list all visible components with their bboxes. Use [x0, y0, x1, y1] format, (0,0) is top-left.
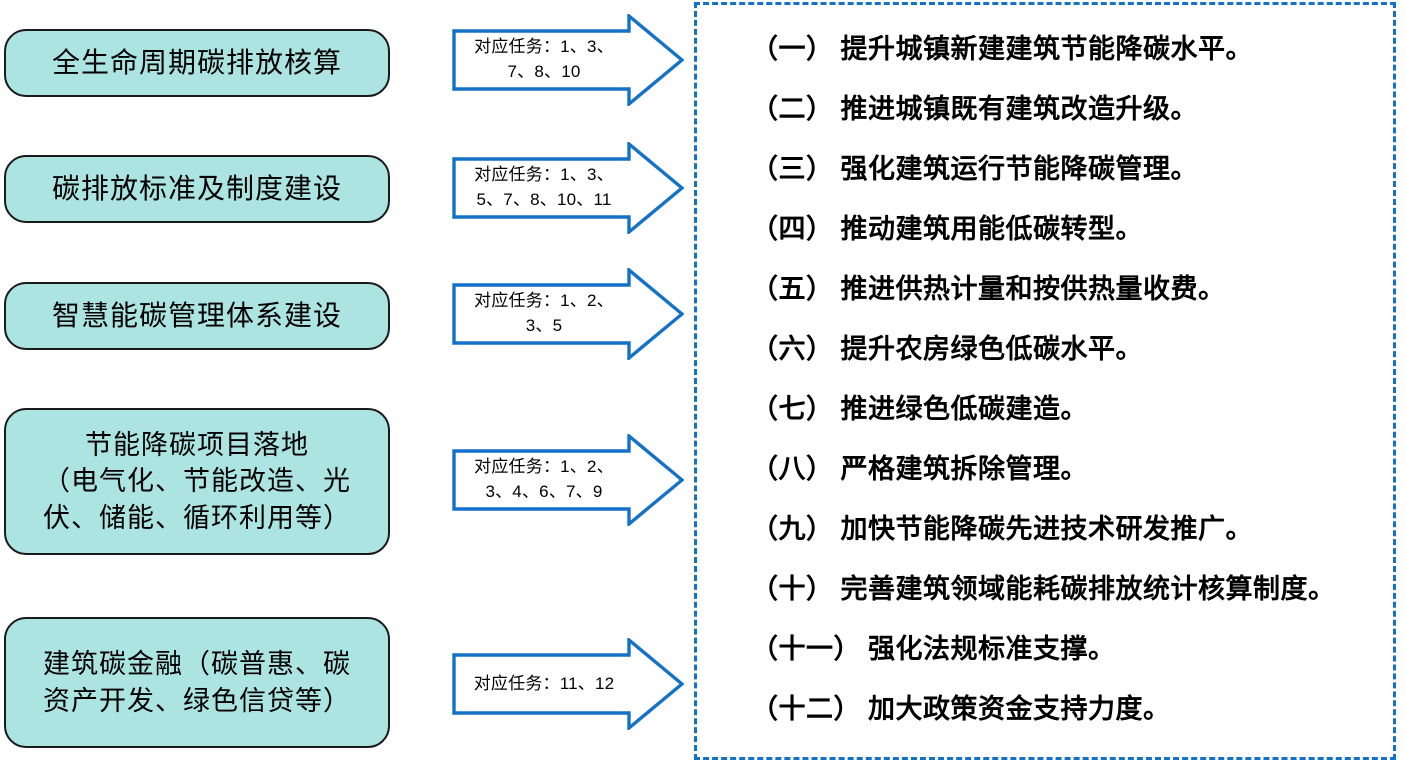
box-smart-carbon-management[interactable]: 智慧能碳管理体系建设 — [4, 282, 390, 350]
task-item[interactable]: （七） 推进绿色低碳建造。 — [751, 387, 1393, 447]
task-item[interactable]: （五） 推进供热计量和按供热量收费。 — [751, 267, 1393, 327]
task-number: （三） — [751, 154, 834, 184]
task-panel: （一） 提升城镇新建建筑节能降碳水平。 （二） 推进城镇既有建筑改造升级。 （三… — [694, 2, 1396, 760]
block-arrow-icon — [452, 434, 684, 526]
task-item[interactable]: （十） 完善建筑领域能耗碳排放统计核算制度。 — [751, 567, 1393, 627]
task-number: （一） — [751, 34, 834, 64]
task-item[interactable]: （八） 严格建筑拆除管理。 — [751, 447, 1393, 507]
task-number: （四） — [751, 214, 834, 244]
task-item[interactable]: （十二） 加大政策资金支持力度。 — [751, 687, 1393, 747]
task-text: 提升城镇新建建筑节能降碳水平。 — [840, 34, 1253, 64]
task-text: 完善建筑领域能耗碳排放统计核算制度。 — [840, 574, 1336, 604]
block-arrow-icon — [452, 142, 684, 234]
task-number: （十二） — [751, 694, 861, 724]
task-text: 严格建筑拆除管理。 — [840, 454, 1088, 484]
task-text: 强化建筑运行节能降碳管理。 — [840, 154, 1198, 184]
task-number: （七） — [751, 394, 834, 424]
arrow-standards-to-tasks[interactable]: 对应任务：1、3、 5、7、8、10、11 — [452, 142, 684, 234]
task-text: 提升农房绿色低碳水平。 — [840, 334, 1143, 364]
arrow-smart-management-to-tasks[interactable]: 对应任务：1、2、 3、5 — [452, 268, 684, 360]
task-number: （十） — [751, 574, 834, 604]
task-number: （十一） — [751, 634, 861, 664]
task-item[interactable]: （一） 提升城镇新建建筑节能降碳水平。 — [751, 27, 1393, 87]
arrow-lifecycle-to-tasks[interactable]: 对应任务：1、3、 7、8、10 — [452, 14, 684, 106]
task-number: （五） — [751, 274, 834, 304]
task-text: 强化法规标准支撑。 — [868, 634, 1116, 664]
task-item[interactable]: （九） 加快节能降碳先进技术研发推广。 — [751, 507, 1393, 567]
task-item[interactable]: （四） 推动建筑用能低碳转型。 — [751, 207, 1393, 267]
arrow-carbon-finance-to-tasks[interactable]: 对应任务：11、12 — [452, 638, 684, 730]
box-energy-saving-projects[interactable]: 节能降碳项目落地 （电气化、节能改造、光 伏、储能、循环利用等） — [4, 408, 390, 555]
block-arrow-icon — [452, 638, 684, 730]
box-emission-standards[interactable]: 碳排放标准及制度建设 — [4, 155, 390, 223]
task-number: （九） — [751, 514, 834, 544]
task-text: 推进城镇既有建筑改造升级。 — [840, 94, 1198, 124]
task-text: 加快节能降碳先进技术研发推广。 — [840, 514, 1253, 544]
task-item[interactable]: （二） 推进城镇既有建筑改造升级。 — [751, 87, 1393, 147]
box-lifecycle-accounting[interactable]: 全生命周期碳排放核算 — [4, 29, 390, 97]
task-list: （一） 提升城镇新建建筑节能降碳水平。 （二） 推进城镇既有建筑改造升级。 （三… — [697, 5, 1393, 757]
arrow-projects-to-tasks[interactable]: 对应任务：1、2、 3、4、6、7、9 — [452, 434, 684, 526]
task-number: （六） — [751, 334, 834, 364]
task-text: 推进供热计量和按供热量收费。 — [840, 274, 1226, 304]
task-number: （二） — [751, 94, 834, 124]
task-text: 推进绿色低碳建造。 — [840, 394, 1088, 424]
box-carbon-finance[interactable]: 建筑碳金融（碳普惠、碳 资产开发、绿色信贷等） — [4, 617, 390, 748]
task-text: 加大政策资金支持力度。 — [868, 694, 1171, 724]
task-item[interactable]: （六） 提升农房绿色低碳水平。 — [751, 327, 1393, 387]
task-item[interactable]: （三） 强化建筑运行节能降碳管理。 — [751, 147, 1393, 207]
block-arrow-icon — [452, 268, 684, 360]
block-arrow-icon — [452, 14, 684, 106]
task-text: 推动建筑用能低碳转型。 — [840, 214, 1143, 244]
task-number: （八） — [751, 454, 834, 484]
task-item[interactable]: （十一） 强化法规标准支撑。 — [751, 627, 1393, 687]
